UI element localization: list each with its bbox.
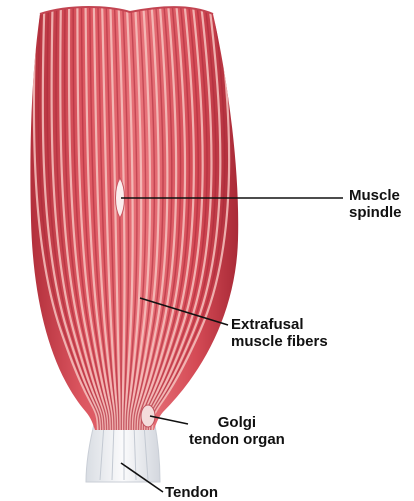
label-muscle-spindle: Muscle spindle <box>349 187 402 221</box>
label-extrafusal-line2: muscle fibers <box>231 333 328 350</box>
label-golgi-tendon-organ: Golgi tendon organ <box>189 414 285 448</box>
label-muscle-spindle-line1: Muscle <box>349 187 400 204</box>
label-extrafusal-line1: Extrafusal <box>231 316 304 333</box>
label-golgi-line1: Golgi <box>189 414 285 431</box>
muscle-belly <box>30 7 238 432</box>
label-muscle-spindle-line2: spindle <box>349 204 402 221</box>
label-tendon-line1: Tendon <box>165 484 218 501</box>
label-golgi-line2: tendon organ <box>189 431 285 448</box>
label-tendon: Tendon <box>165 484 218 501</box>
label-extrafusal-muscle-fibers: Extrafusal muscle fibers <box>231 316 328 350</box>
